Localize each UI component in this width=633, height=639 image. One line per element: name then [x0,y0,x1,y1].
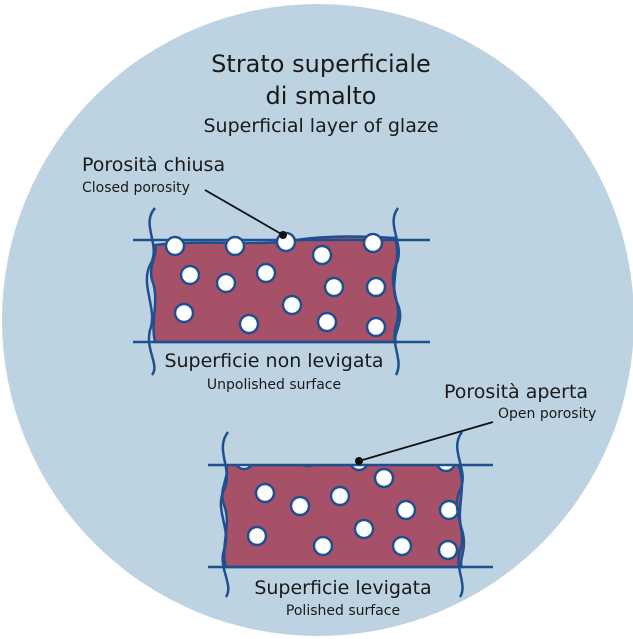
pore [325,278,343,296]
pore [166,237,184,255]
pore [181,266,199,284]
pore [331,487,349,505]
unpolished-label: Superficie non levigata [164,350,383,373]
closed-porosity-sublabel: Closed porosity [82,180,190,197]
polished-glaze-body [222,465,464,567]
pore [439,541,457,559]
closed-porosity-pointer-dot [279,231,287,239]
pore [393,537,411,555]
pore [375,469,393,487]
pore [283,296,301,314]
unpolished-sublabel: Unpolished surface [207,377,341,394]
pore [355,520,373,538]
pore [217,274,235,292]
pore [256,484,274,502]
title-subtitle: Superficial layer of glaze [203,115,438,138]
open-porosity-pointer-dot [355,457,363,465]
pore [364,234,382,252]
pore [313,246,331,264]
pore [367,318,385,336]
title-line-2: di smalto [266,82,377,111]
pore [257,264,275,282]
title-line-1: Strato superficiale [211,50,431,79]
pore [240,315,258,333]
pore [291,497,309,515]
pore [175,304,193,322]
unpolished-glaze-body [151,237,400,342]
pore [367,278,385,296]
pore [248,527,266,545]
pore [226,237,244,255]
open-porosity-sublabel: Open porosity [498,406,596,423]
pore [314,537,332,555]
open-porosity-label: Porosità aperta [444,381,588,404]
polished-sublabel: Polished surface [286,603,400,620]
pore [318,313,336,331]
pore [440,501,458,519]
closed-porosity-label: Porosità chiusa [82,154,225,177]
polished-label: Superficie levigata [254,577,431,600]
pore [397,501,415,519]
polished-cut-cover [215,440,475,465]
